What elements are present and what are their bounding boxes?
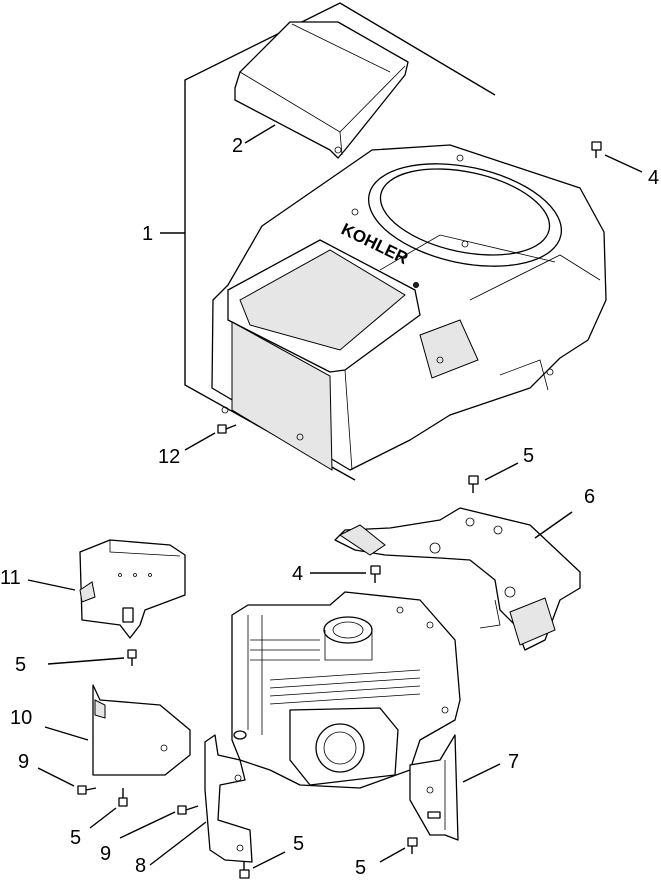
callout-5-top: 5 [523,445,535,467]
part-5-bolt-top [468,462,519,493]
part-6-baffle-plate [334,507,581,651]
callout-2: 2 [232,135,244,157]
callout-4-top: 4 [648,167,660,189]
part-10-panel [44,684,191,776]
callout-11: 11 [0,567,21,589]
callout-5-lower-right: 5 [355,857,367,879]
callout-12: 12 [158,446,181,468]
part-4-bolt-top [591,141,643,173]
callout-4-middle: 4 [292,563,304,585]
callout-5-lower-left: 5 [70,827,82,849]
part-2-cover [234,21,409,159]
callout-5-left: 5 [15,654,27,676]
part-9-screw-left [37,767,97,795]
part-12-screw [184,424,237,451]
part-1-blower-housing: KOHLER [211,144,607,471]
part-7-bracket [409,734,501,841]
part-5-bolt-left [47,649,137,666]
part-9-screw-middle [119,805,199,839]
part-4-bolt-middle [310,565,381,583]
callout-7: 7 [508,751,520,773]
part-5-bolt-bottom [239,851,286,879]
callout-8: 8 [135,855,147,877]
callout-6: 6 [584,486,596,508]
callout-10: 10 [10,707,33,729]
engine-crankcase [231,591,461,789]
callout-1: 1 [142,223,154,245]
part-11-shroud [27,539,186,639]
callout-9-left: 9 [18,751,30,773]
assembly-bracket-lines [160,2,496,481]
part-8-bracket [149,734,253,866]
part-5-bolt-lower-right [379,837,418,863]
callout-9-middle: 9 [100,843,112,865]
part-5-bolt-lower-left [89,788,128,829]
callout-5-bottom: 5 [293,833,305,855]
